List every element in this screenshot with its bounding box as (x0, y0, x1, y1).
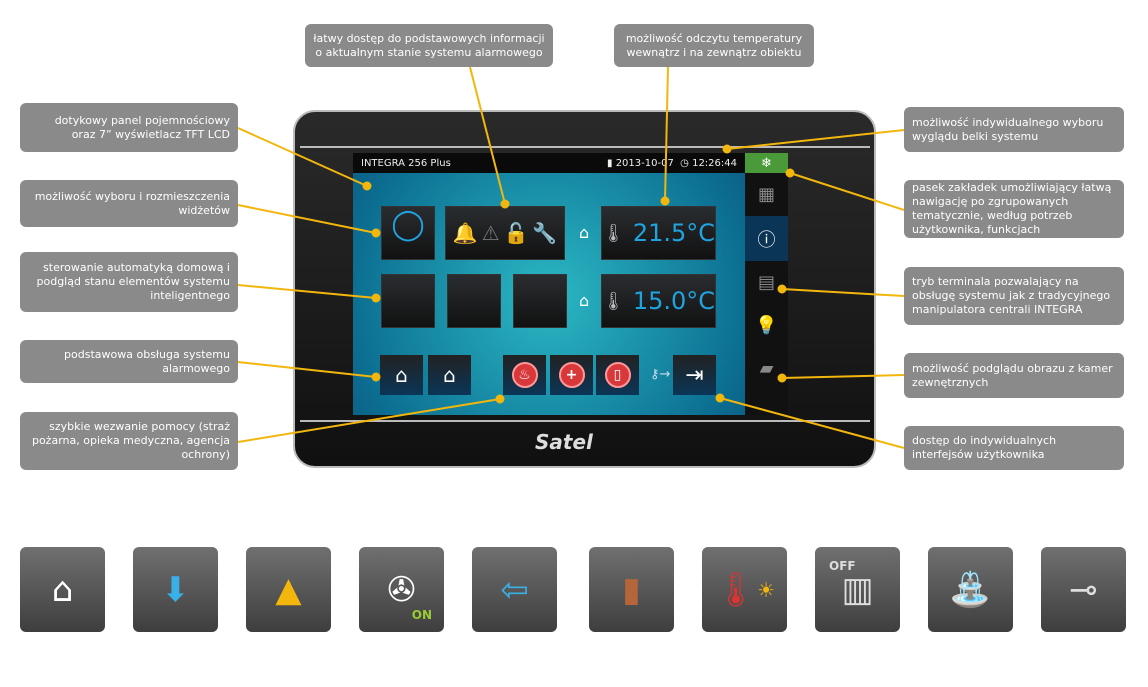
sprinkler-icon: ⛲ (928, 547, 1013, 632)
key-icon: ⚷→ (650, 367, 671, 382)
gate-icon: ▮ (589, 547, 674, 632)
radiator-off-label: OFF (829, 559, 856, 573)
panic-alarm-button[interactable]: ▯ (596, 355, 639, 395)
fire-alarm-button[interactable]: ♨ (503, 355, 546, 395)
wrench-icon: 🔧 (532, 221, 558, 245)
callout-user-interfaces: dostęp do indywidualnych interfejsów uży… (904, 426, 1124, 470)
callout-terminal: tryb terminala pozwalający na obsługę sy… (904, 267, 1124, 325)
temp-inside: 21.5°C (632, 219, 716, 247)
device-top-line (300, 146, 870, 148)
callout-system-bar: możliwość indywidualnego wyboru wyglądu … (904, 107, 1124, 152)
arm-button[interactable]: ⌂ (380, 355, 423, 395)
medical-alarm-button[interactable]: + (550, 355, 593, 395)
bell-icon: 🔔 (452, 221, 478, 245)
fan-on-label: ON (411, 608, 432, 622)
fan-on-icon: ✇ON (359, 547, 444, 632)
thermometer-icon: 🌡 (601, 290, 625, 312)
login-button[interactable]: ⇥ (673, 355, 716, 395)
garage-widget[interactable] (513, 274, 567, 328)
plus-icon: + (558, 362, 585, 388)
tab-info-icon[interactable]: ⓘ (745, 216, 788, 261)
callout-cameras: możliwość podglądu obrazu z kamer zewnęt… (904, 353, 1124, 398)
time: 12:26:44 (692, 157, 737, 169)
thermometer-sun-icon: 🌡☀ (702, 547, 787, 632)
callout-help: szybkie wezwanie pomocy (straż pożarna, … (20, 412, 238, 470)
warning-icon: ⚠ (481, 221, 500, 245)
lamp-icon: ▲ (246, 547, 331, 632)
clock-icon: ◷ (673, 157, 693, 169)
callout-status-info: łatwy dostęp do podstawowych informacji … (305, 24, 553, 67)
temp-inside-widget[interactable]: 🌡 21.5°C (601, 206, 716, 260)
tab-widgets-icon[interactable]: ▦ (757, 184, 775, 205)
night-arm-house-icon: ⌂ (20, 547, 105, 632)
callout-alarm-basic: podstawowa obsługa systemu alarmowego (20, 340, 238, 383)
status-widget[interactable]: 🔔⚠🔓🔧 (445, 206, 565, 260)
disarm-button[interactable]: ⌂ (428, 355, 471, 395)
dimmer-slider-icon: ⊸ (1041, 547, 1126, 632)
date: 2013-10-07 (615, 157, 674, 169)
tab-bulb-icon[interactable]: 💡 (755, 315, 778, 336)
calendar-icon: ▮ (607, 157, 616, 169)
tab-bar: ❄ ▦ ⓘ ▤ 💡 ▰ (745, 153, 788, 415)
callout-home-automation: sterowanie automatyką domową i podgląd s… (20, 252, 238, 312)
house-inside-icon: ⌂ (579, 223, 590, 242)
satel-logo: Satel (535, 430, 593, 454)
callout-touch-panel: dotykowy panel pojemnościowy oraz 7” wyś… (20, 103, 238, 152)
curtain-icon: ⇦ (472, 547, 557, 632)
callout-temperature: możliwość odczytu temperatury wewnątrz i… (614, 24, 814, 67)
temp-outside-widget[interactable]: 🌡 15.0°C (601, 274, 716, 328)
gate-widget[interactable] (381, 274, 435, 328)
snowflake-icon[interactable]: ❄ (745, 153, 788, 173)
callout-tabs-bar: pasek zakładek umożliwiający łatwą nawig… (904, 180, 1124, 238)
roller-blind-icon: ⬇ (133, 547, 218, 632)
fire-icon: ♨ (511, 362, 538, 388)
device-screen: INTEGRA 256 Plus ▮ 2013-10-07 ◷ 12:26:44… (353, 153, 788, 415)
tab-camera-icon[interactable]: ▰ (759, 358, 774, 379)
thermometer-icon: 🌡 (601, 222, 625, 244)
clock-widget[interactable]: ◯ (381, 206, 435, 260)
tab-keypad-icon[interactable]: ▤ (757, 272, 775, 293)
house-outside-icon: ⌂ (579, 291, 590, 310)
unlock-icon: 🔓 (503, 221, 529, 245)
door-icon: ▯ (604, 362, 631, 388)
status-bar: INTEGRA 256 Plus ▮ 2013-10-07 ◷ 12:26:44 (353, 153, 745, 173)
device-bottom-line (300, 420, 870, 422)
radiator-off-icon: ▥OFF (815, 547, 900, 632)
door-widget[interactable] (447, 274, 501, 328)
callout-widgets: możliwość wyboru i rozmieszczenia widżet… (20, 180, 238, 227)
temp-outside: 15.0°C (632, 287, 716, 315)
system-title: INTEGRA 256 Plus (361, 157, 451, 169)
